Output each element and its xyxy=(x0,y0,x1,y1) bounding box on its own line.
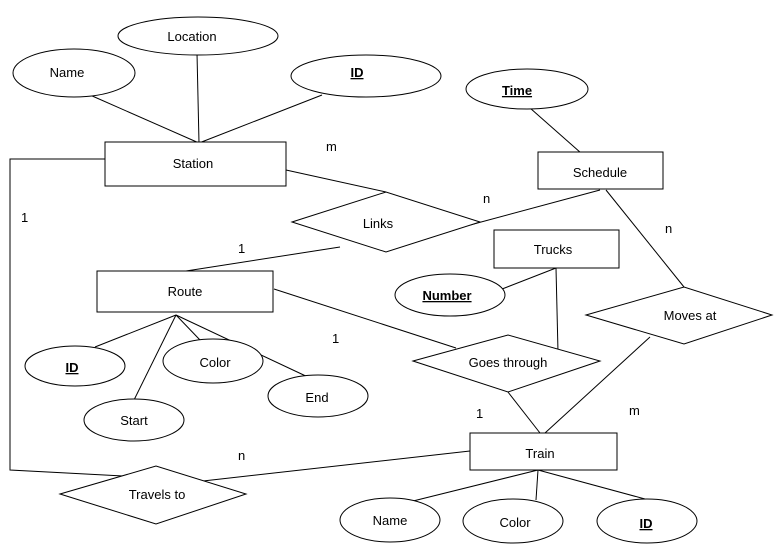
attribute-number-label: Number xyxy=(422,288,471,303)
line-train-name xyxy=(404,469,539,504)
entity-route-label: Route xyxy=(168,284,203,299)
line-station-links xyxy=(285,169,387,193)
attribute-route-start: Start xyxy=(83,398,185,442)
entity-route: Route xyxy=(96,270,274,313)
line-station-id xyxy=(198,94,323,144)
attribute-train-id-label: ID xyxy=(640,516,653,531)
attribute-route-start-label: Start xyxy=(120,413,148,428)
entity-trucks-label: Trucks xyxy=(534,242,573,257)
attribute-number: Number xyxy=(394,273,506,317)
relationship-links-label: Links xyxy=(363,216,394,231)
entity-station-label: Station xyxy=(173,156,213,171)
entity-schedule-label: Schedule xyxy=(573,165,627,180)
entity-station: Station xyxy=(104,141,287,187)
cardinality-schedule-moves: n xyxy=(665,221,672,236)
relationship-travels-to-label: Travels to xyxy=(129,487,186,502)
line-links-schedule xyxy=(469,189,601,226)
attribute-location: Location xyxy=(117,16,279,56)
attribute-train-color: Color xyxy=(462,498,564,544)
line-trucks-number xyxy=(496,267,557,292)
relationship-links: Links xyxy=(290,191,482,253)
attribute-route-color: Color xyxy=(162,338,264,384)
attribute-location-label: Location xyxy=(167,29,216,44)
line-moves-train xyxy=(544,336,651,434)
line-links-route xyxy=(185,246,341,272)
cardinality-route-goes: 1 xyxy=(332,331,339,346)
cardinality-links-schedule: n xyxy=(483,191,490,206)
attribute-station-name: Name xyxy=(12,48,136,98)
attribute-time: Time xyxy=(465,68,589,110)
attribute-route-id-label: ID xyxy=(66,360,79,375)
connectors xyxy=(9,52,685,504)
relationship-moves-at-label: Moves at xyxy=(664,308,717,323)
cardinalities: m n 1 1 n 1 1 m n xyxy=(21,139,672,463)
attribute-train-color-label: Color xyxy=(499,515,531,530)
relationship-travels-to: Travels to xyxy=(58,465,248,525)
cardinality-station-links: m xyxy=(326,139,337,154)
attribute-train-id: ID xyxy=(596,498,698,544)
entity-train-label: Train xyxy=(525,446,554,461)
line-route-color xyxy=(175,314,201,341)
line-schedule-time xyxy=(529,107,582,154)
line-train-id xyxy=(537,469,646,500)
attribute-route-end-label: End xyxy=(305,390,328,405)
relationship-goes-through-label: Goes through xyxy=(469,355,548,370)
cardinality-station-travels: 1 xyxy=(21,210,28,225)
line-station-location xyxy=(196,52,200,144)
line-train-color xyxy=(535,469,539,501)
relationship-goes-through: Goes through xyxy=(411,334,602,393)
line-station-name xyxy=(89,94,200,144)
line-route-goes xyxy=(273,288,457,349)
relationship-moves-at: Moves at xyxy=(584,286,774,345)
cardinality-goes-train: 1 xyxy=(476,406,483,421)
line-station-travels xyxy=(9,158,201,481)
attribute-station-name-label: Name xyxy=(50,65,85,80)
attribute-train-name-label: Name xyxy=(373,513,408,528)
attribute-train-name: Name xyxy=(339,497,441,543)
line-trucks-goes xyxy=(555,267,559,353)
attribute-station-id-label: ID xyxy=(351,65,364,80)
attribute-route-color-label: Color xyxy=(199,355,231,370)
line-goes-train xyxy=(507,391,541,434)
cardinality-links-route: 1 xyxy=(238,241,245,256)
line-schedule-moves xyxy=(605,189,685,288)
attribute-time-label: Time xyxy=(502,83,532,98)
line-route-id xyxy=(94,314,177,348)
cardinality-travels-train: n xyxy=(238,448,245,463)
entity-trucks: Trucks xyxy=(493,229,620,269)
entity-schedule: Schedule xyxy=(537,151,664,190)
line-route-start xyxy=(133,314,177,401)
cardinality-moves-train: m xyxy=(629,403,640,418)
entity-train: Train xyxy=(469,432,618,471)
attribute-station-id: ID xyxy=(290,54,442,98)
attribute-route-end: End xyxy=(267,374,369,418)
attribute-route-id: ID xyxy=(24,345,126,387)
line-train-travels xyxy=(202,450,471,482)
